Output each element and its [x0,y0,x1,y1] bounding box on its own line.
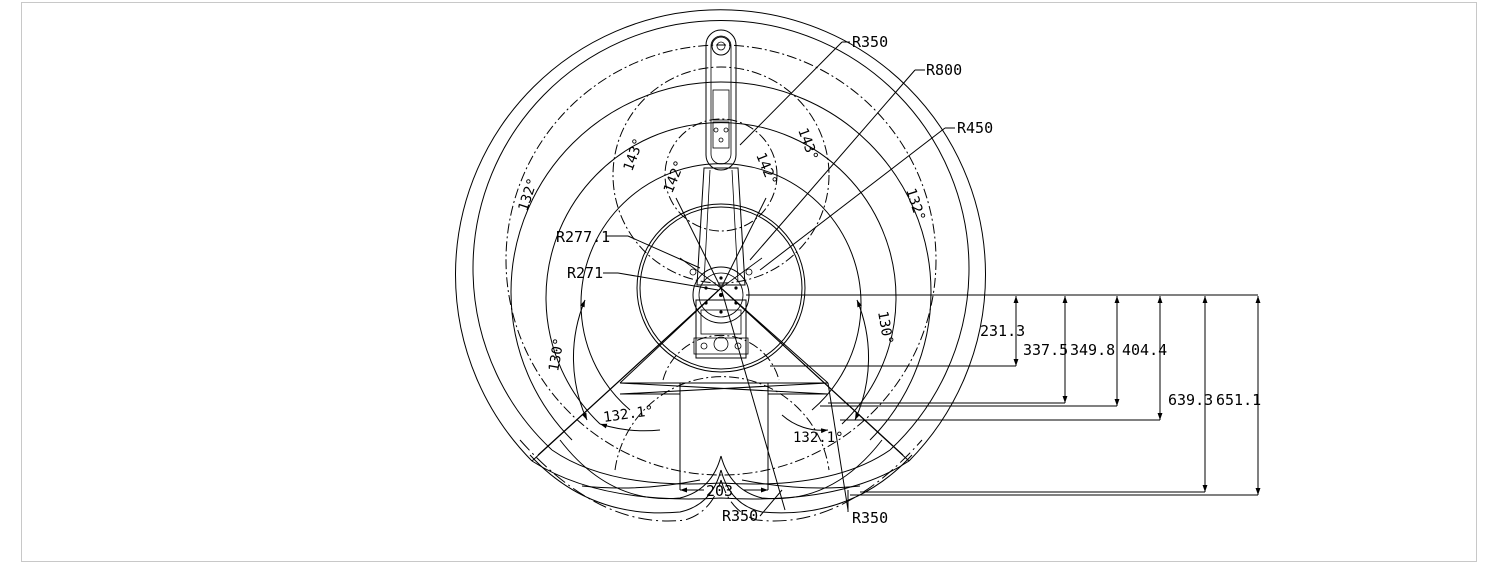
dimension-label-group: 231.3 337.5 349.8 404.4 639.3 651.1 203 [706,322,1261,500]
angle-arcs [572,299,870,434]
label-dim-639-3: 639.3 [1168,391,1213,409]
label-angle-142-right: 142° [752,151,779,188]
label-angle-130-right: 130° [874,310,896,346]
label-dim-651-1: 651.1 [1216,391,1261,409]
outer-reach-envelope [455,9,986,500]
work-envelope-arcs [510,81,932,522]
label-r350-bottom-right: R350 [852,509,888,527]
robot-arm [679,29,763,359]
label-r277: R277.1 [556,228,610,246]
label-angle-132-right: 132° [902,186,928,223]
reach-circles [505,44,937,476]
drawing-panel [21,2,1477,562]
label-dim-337-5: 337.5 [1023,341,1068,359]
label-angle-143-right: 143° [794,126,821,163]
label-angle-132-1-right: 132.1° [793,430,844,446]
radius-label-group: R350 R800 R450 R277.1 R271 R350 R350 [556,33,993,527]
label-dim-203: 203 [706,482,733,500]
label-r271: R271 [567,264,603,282]
label-angle-142-left: 142° [661,158,688,195]
joint-limit-lines [531,197,910,511]
label-r450: R450 [957,119,993,137]
label-dim-404-4: 404.4 [1122,341,1167,359]
label-angle-130-left: 130° [546,337,568,373]
label-angle-143-left: 143° [621,136,648,173]
robot-workspace-diagram: R350 R800 R450 R277.1 R271 R350 R350 231… [455,9,1261,527]
label-r350-top: R350 [852,33,888,51]
label-angle-132-left: 132° [516,176,542,213]
label-dim-231-3: 231.3 [980,322,1025,340]
label-dim-349-8: 349.8 [1070,341,1115,359]
radius-leaders [603,41,955,517]
label-r350-bottom-left: R350 [722,507,758,525]
label-r800: R800 [926,61,962,79]
dimension-lines [680,294,1261,496]
drawing-frame: R350 R800 R450 R277.1 R271 R350 R350 231… [21,2,1477,562]
label-angle-132-1-left: 132.1° [602,403,654,426]
